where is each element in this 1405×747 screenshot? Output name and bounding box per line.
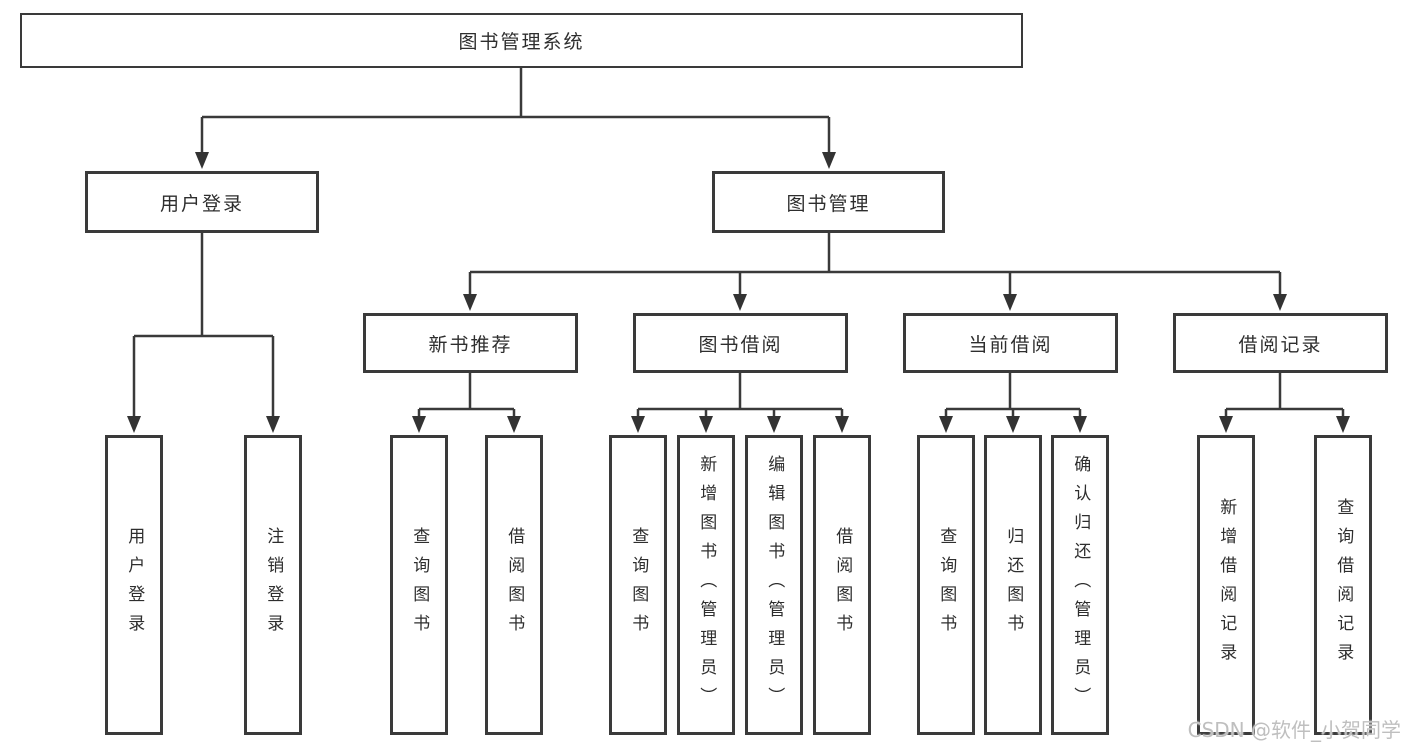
node-book-borrow: 图书借阅 <box>633 313 848 373</box>
node-root: 图书管理系统 <box>20 13 1023 68</box>
node-current-borrow: 当前借阅 <box>903 313 1118 373</box>
arrowhead-icon <box>463 294 477 311</box>
watermark: CSDN @软件_小贺同学 <box>1187 718 1401 742</box>
leaf-confirm-return-admin: 确认归还（管理员） <box>1051 435 1109 735</box>
node-new-book-recommend-label: 新书推荐 <box>428 333 513 356</box>
connector-borrow-records-to-leaves <box>1224 373 1345 419</box>
leaf-borrow-books-borrow: 借阅图书 <box>813 435 871 735</box>
node-root-label: 图书管理系统 <box>458 31 585 53</box>
leaf-query-books-borrow-label: 查询图书 <box>628 527 649 643</box>
leaf-query-books-recommend: 查询图书 <box>390 435 448 735</box>
arrowhead-icon <box>767 416 781 433</box>
leaf-query-books-borrow: 查询图书 <box>609 435 667 735</box>
node-new-book-recommend: 新书推荐 <box>363 313 578 373</box>
node-book-borrow-label: 图书借阅 <box>698 333 783 356</box>
leaf-add-borrow-record: 新增借阅记录 <box>1197 435 1255 735</box>
node-book-management-label: 图书管理 <box>786 192 871 215</box>
arrowhead-icon <box>1073 416 1087 433</box>
arrowhead-icon <box>127 416 141 433</box>
leaf-query-borrow-record-label: 查询借阅记录 <box>1333 498 1354 672</box>
leaf-borrow-books-recommend: 借阅图书 <box>485 435 543 735</box>
arrowhead-icon <box>266 416 280 433</box>
arrowhead-icon <box>1336 416 1350 433</box>
connector-root-to-level2 <box>200 68 831 155</box>
leaf-logout: 注销登录 <box>244 435 302 735</box>
arrowhead-icon <box>1273 294 1287 311</box>
arrowhead-icon <box>1006 416 1020 433</box>
node-user-login-label: 用户登录 <box>159 192 244 215</box>
arrowhead-icon <box>939 416 953 433</box>
arrowhead-icon <box>822 152 836 169</box>
node-borrow-records-label: 借阅记录 <box>1238 333 1323 356</box>
leaf-logout-label: 注销登录 <box>263 527 284 643</box>
connector-book-management-to-level3 <box>468 233 1282 297</box>
node-user-login: 用户登录 <box>85 171 319 233</box>
leaf-return-book: 归还图书 <box>984 435 1042 735</box>
connector-new-book-recommend-to-leaves <box>417 373 516 419</box>
node-current-borrow-label: 当前借阅 <box>968 333 1053 356</box>
leaf-add-borrow-record-label: 新增借阅记录 <box>1216 498 1237 672</box>
leaf-edit-book-admin: 编辑图书（管理员） <box>745 435 803 735</box>
leaf-add-book-admin: 新增图书（管理员） <box>677 435 735 735</box>
arrowhead-icon <box>631 416 645 433</box>
arrowhead-icon <box>733 294 747 311</box>
connector-current-borrow-to-leaves <box>944 373 1082 419</box>
node-borrow-records: 借阅记录 <box>1173 313 1388 373</box>
leaf-return-book-label: 归还图书 <box>1003 527 1024 643</box>
leaf-confirm-return-admin-label: 确认归还（管理员） <box>1070 454 1091 716</box>
leaf-query-borrow-record: 查询借阅记录 <box>1314 435 1372 735</box>
leaf-query-books-recommend-label: 查询图书 <box>409 527 430 643</box>
arrowhead-icon <box>412 416 426 433</box>
leaf-user-login-label: 用户登录 <box>124 527 145 643</box>
leaf-add-book-admin-label: 新增图书（管理员） <box>696 454 717 716</box>
arrowhead-icon <box>1003 294 1017 311</box>
arrowhead-icon <box>1219 416 1233 433</box>
connector-user-login-to-leaves <box>132 233 275 419</box>
leaf-query-books-current: 查询图书 <box>917 435 975 735</box>
arrowhead-icon <box>507 416 521 433</box>
leaf-edit-book-admin-label: 编辑图书（管理员） <box>764 454 785 716</box>
leaf-query-books-current-label: 查询图书 <box>936 527 957 643</box>
arrowhead-icon <box>699 416 713 433</box>
node-book-management: 图书管理 <box>712 171 945 233</box>
leaf-user-login: 用户登录 <box>105 435 163 735</box>
leaf-borrow-books-borrow-label: 借阅图书 <box>832 527 853 643</box>
connector-book-borrow-to-leaves <box>636 373 844 419</box>
leaf-borrow-books-recommend-label: 借阅图书 <box>504 527 525 643</box>
arrowhead-icon <box>195 152 209 169</box>
arrowhead-icon <box>835 416 849 433</box>
